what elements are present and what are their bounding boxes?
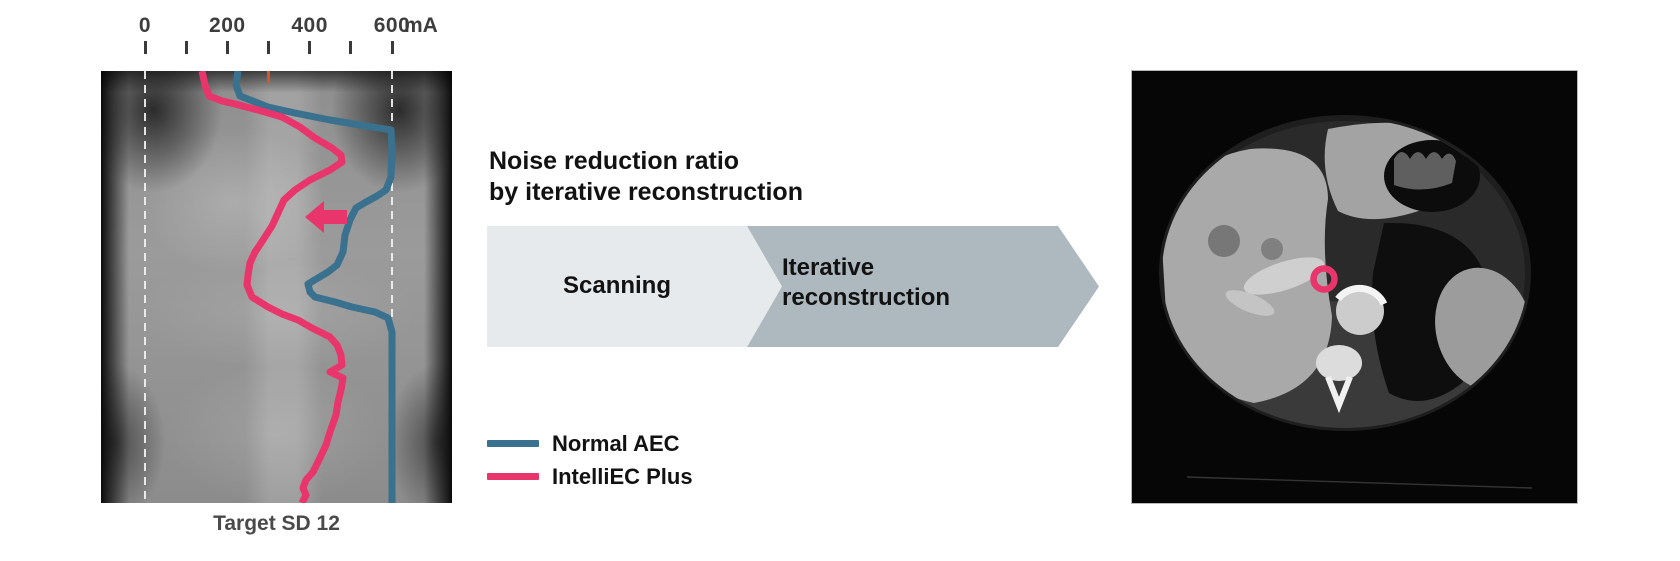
ct-lesion-spot-2 xyxy=(1261,238,1283,260)
ct-aorta xyxy=(1336,287,1384,335)
normal-aec-label: Normal AEC xyxy=(552,430,680,456)
axial-ct-image xyxy=(1131,70,1578,504)
ct-portal-vein xyxy=(1243,257,1325,295)
ct-table-line xyxy=(1186,476,1533,489)
axis-tick-mark xyxy=(390,41,394,54)
figure-title-line2: by iterative reconstruction xyxy=(489,178,803,206)
scout-scanogram-image xyxy=(101,71,452,503)
axis-tick-mark xyxy=(225,41,229,54)
flow-step-iterative-label-line1: Iterative xyxy=(782,254,875,281)
curve-intelliec-plus xyxy=(198,71,347,503)
ma-curves-overlay xyxy=(144,71,396,503)
axis-tick-mark xyxy=(308,41,312,54)
intelliec-plus-line-swatch xyxy=(487,473,539,480)
flow-step-scanning-shape xyxy=(487,226,782,347)
intelliec-plus-label: IntelliEC Plus xyxy=(552,463,693,489)
legend: Normal AEC IntelliEC Plus xyxy=(487,427,693,493)
ct-vessel-branch xyxy=(1225,290,1275,316)
ct-gastric-folds xyxy=(1394,152,1456,190)
axis-tick-label-400: 400 xyxy=(291,14,328,37)
axis-tick-label-0: 0 xyxy=(138,14,152,37)
figure-title-line1: Noise reduction ratio xyxy=(489,147,740,175)
axis-tick-mark xyxy=(267,41,270,54)
ma-unit-label: mA xyxy=(404,14,438,37)
target-sd-caption: Target SD 12 xyxy=(213,512,340,535)
flow-step-iterative-label-line2: reconstruction xyxy=(782,284,951,311)
roi-circle-annotation xyxy=(1310,265,1338,293)
flow-step-iterative-shape xyxy=(747,226,1099,347)
axis-tick-mark xyxy=(349,41,353,54)
flow-step-iterative-label: Iterative reconstruction xyxy=(782,253,950,313)
dose-reduction-arrow xyxy=(305,201,347,233)
axis-tick-mark xyxy=(184,41,188,54)
ct-lesion-spot xyxy=(1208,225,1240,257)
normal-aec-line-swatch xyxy=(487,440,539,447)
axis-tick-label-600: 600 xyxy=(373,14,411,37)
flow-step-scanning-label: Scanning xyxy=(562,272,671,299)
ct-spinous-process xyxy=(1325,375,1353,414)
figure-title: Noise reduction ratio by iterative recon… xyxy=(489,146,803,208)
ct-liver xyxy=(1162,148,1332,403)
axis-tick-label-200: 200 xyxy=(209,14,246,37)
legend-row-intelliec-plus: IntelliEC Plus xyxy=(487,460,693,493)
axial-ct-drawing xyxy=(1132,71,1577,503)
axis-tick-mark xyxy=(143,41,147,54)
ct-aorta-calcification xyxy=(1335,284,1388,306)
ct-vertebral-body xyxy=(1316,345,1362,381)
curve-normal-aec xyxy=(232,71,396,503)
process-flow-arrow xyxy=(487,226,1099,347)
legend-row-normal-aec: Normal AEC xyxy=(487,427,693,460)
